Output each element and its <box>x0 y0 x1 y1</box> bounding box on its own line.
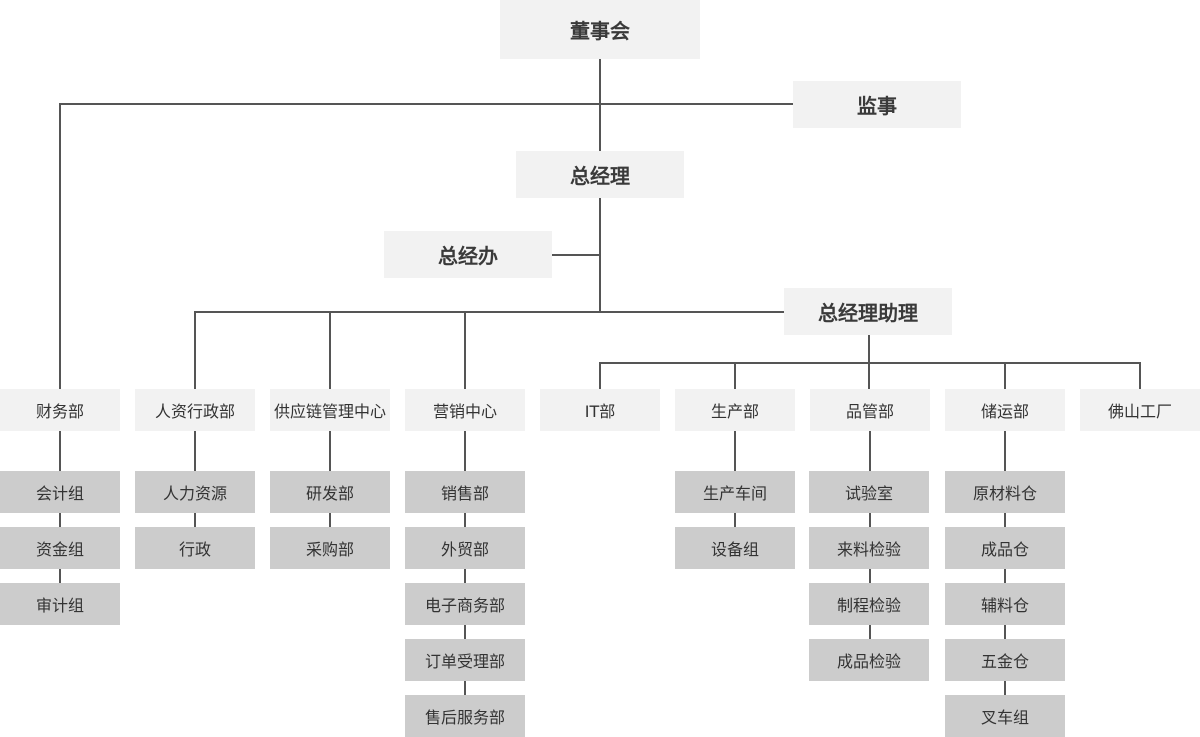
connector-line <box>599 198 601 312</box>
connector-line <box>464 311 466 390</box>
sub-unit-node: 设备组 <box>675 527 795 569</box>
sub-unit-node: 采购部 <box>270 527 390 569</box>
sub-unit-node: 试验室 <box>809 471 929 513</box>
sub-unit-node: 人力资源 <box>135 471 255 513</box>
sub-unit-node: 审计组 <box>0 583 120 625</box>
connector-line <box>329 311 331 390</box>
connector-line <box>599 362 601 390</box>
department-node: 人资行政部 <box>135 389 255 431</box>
sub-unit-node: 生产车间 <box>675 471 795 513</box>
department-node: 品管部 <box>810 389 930 431</box>
sub-unit-node: 销售部 <box>405 471 525 513</box>
department-node: 储运部 <box>945 389 1065 431</box>
connector-line <box>464 431 466 716</box>
department-node: 生产部 <box>675 389 795 431</box>
department-node: 供应链管理中心 <box>270 389 390 431</box>
sub-unit-node: 电子商务部 <box>405 583 525 625</box>
sub-unit-node: 辅料仓 <box>945 583 1065 625</box>
department-node: IT部 <box>540 389 660 431</box>
board-node: 董事会 <box>500 0 700 59</box>
sub-unit-node: 成品检验 <box>809 639 929 681</box>
department-node: 营销中心 <box>405 389 525 431</box>
connector-line <box>551 254 600 256</box>
connector-line <box>1004 431 1006 716</box>
sub-unit-node: 研发部 <box>270 471 390 513</box>
department-node: 财务部 <box>0 389 120 431</box>
sub-unit-node: 行政 <box>135 527 255 569</box>
connector-line <box>1139 362 1141 390</box>
connector-line <box>868 362 870 390</box>
sub-unit-node: 售后服务部 <box>405 695 525 737</box>
connector-line <box>194 311 196 390</box>
sub-unit-node: 叉车组 <box>945 695 1065 737</box>
sub-unit-node: 会计组 <box>0 471 120 513</box>
gm-office-node: 总经办 <box>384 231 552 278</box>
sub-unit-node: 五金仓 <box>945 639 1065 681</box>
connector-line <box>868 335 870 363</box>
sub-unit-node: 订单受理部 <box>405 639 525 681</box>
sub-unit-node: 成品仓 <box>945 527 1065 569</box>
connector-line <box>59 103 794 105</box>
sub-unit-node: 外贸部 <box>405 527 525 569</box>
gm-assistant-node: 总经理助理 <box>784 288 952 335</box>
sub-unit-node: 资金组 <box>0 527 120 569</box>
connector-line <box>194 311 784 313</box>
connector-line <box>599 59 601 152</box>
connector-line <box>734 362 736 390</box>
sub-unit-node: 制程检验 <box>809 583 929 625</box>
connector-line <box>59 431 61 604</box>
connector-line <box>599 362 1141 364</box>
connector-line <box>59 103 61 390</box>
connector-line <box>1004 362 1006 390</box>
sub-unit-node: 原材料仓 <box>945 471 1065 513</box>
supervisor-node: 监事 <box>793 81 961 128</box>
sub-unit-node: 来料检验 <box>809 527 929 569</box>
general-manager-node: 总经理 <box>516 151 684 198</box>
department-node: 佛山工厂 <box>1080 389 1200 431</box>
